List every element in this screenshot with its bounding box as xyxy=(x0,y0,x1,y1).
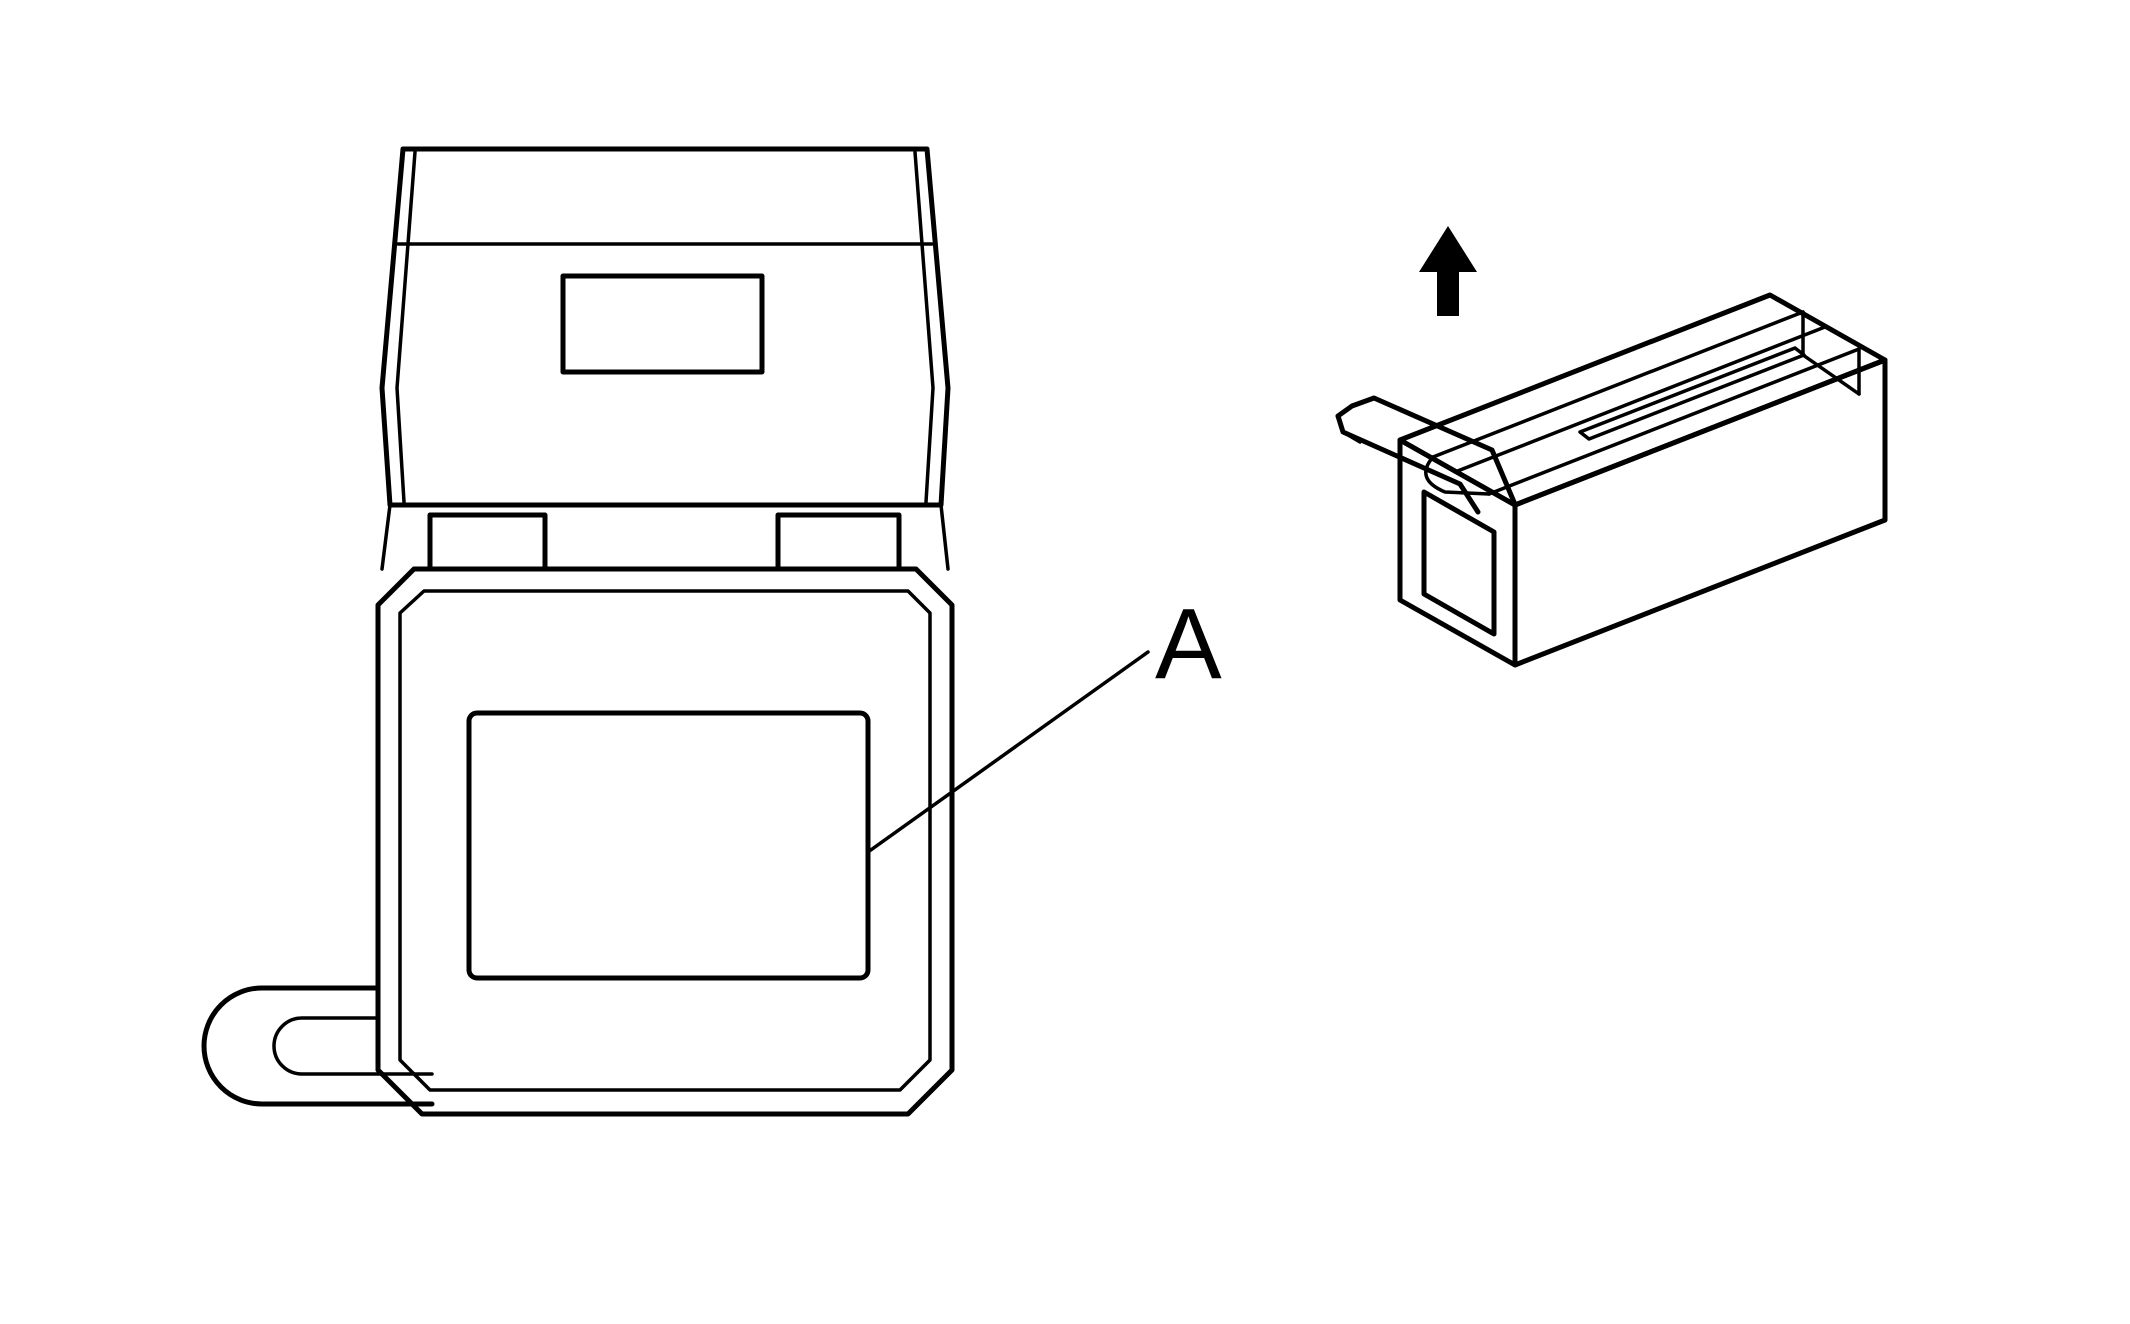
channel-edge-mid xyxy=(1453,325,1827,474)
latch-tab-left xyxy=(427,512,548,572)
channel-edge-far xyxy=(1431,310,1805,459)
channel-edge-near xyxy=(1487,347,1861,496)
latch-arm-lower-edge xyxy=(1335,413,1481,515)
flap-window-outline xyxy=(560,273,765,375)
latch-tab-right xyxy=(775,512,902,572)
hook-outer-outline xyxy=(201,985,435,1107)
hook-inner-outline xyxy=(272,1016,434,1076)
latch-arm-tip xyxy=(1341,430,1362,444)
connector-front-view: A xyxy=(201,146,1222,1117)
flap-side-thickness-left xyxy=(395,150,417,504)
slot-cutout xyxy=(1578,346,1806,441)
leader-line xyxy=(866,650,1150,854)
channel-end-cap xyxy=(1424,455,1491,496)
body-window-outline xyxy=(466,710,871,981)
end-face-window-outline xyxy=(1421,489,1497,637)
block-end-face xyxy=(1397,437,1518,668)
body-inner-outline xyxy=(398,589,932,1092)
part-label-a: A xyxy=(1155,588,1222,700)
flap-side-thickness-right xyxy=(913,150,935,504)
block-front-face xyxy=(1512,357,1888,668)
latch-arm-upper-edge xyxy=(1335,395,1517,505)
flap-outline xyxy=(379,146,951,508)
band-edge-right xyxy=(939,503,950,571)
body-outline xyxy=(375,566,955,1117)
retainer-isometric-view xyxy=(1335,226,1888,668)
up-arrow-icon xyxy=(1419,226,1477,316)
end-step-edge-b xyxy=(1801,353,1861,396)
band-edge-left xyxy=(380,503,392,571)
